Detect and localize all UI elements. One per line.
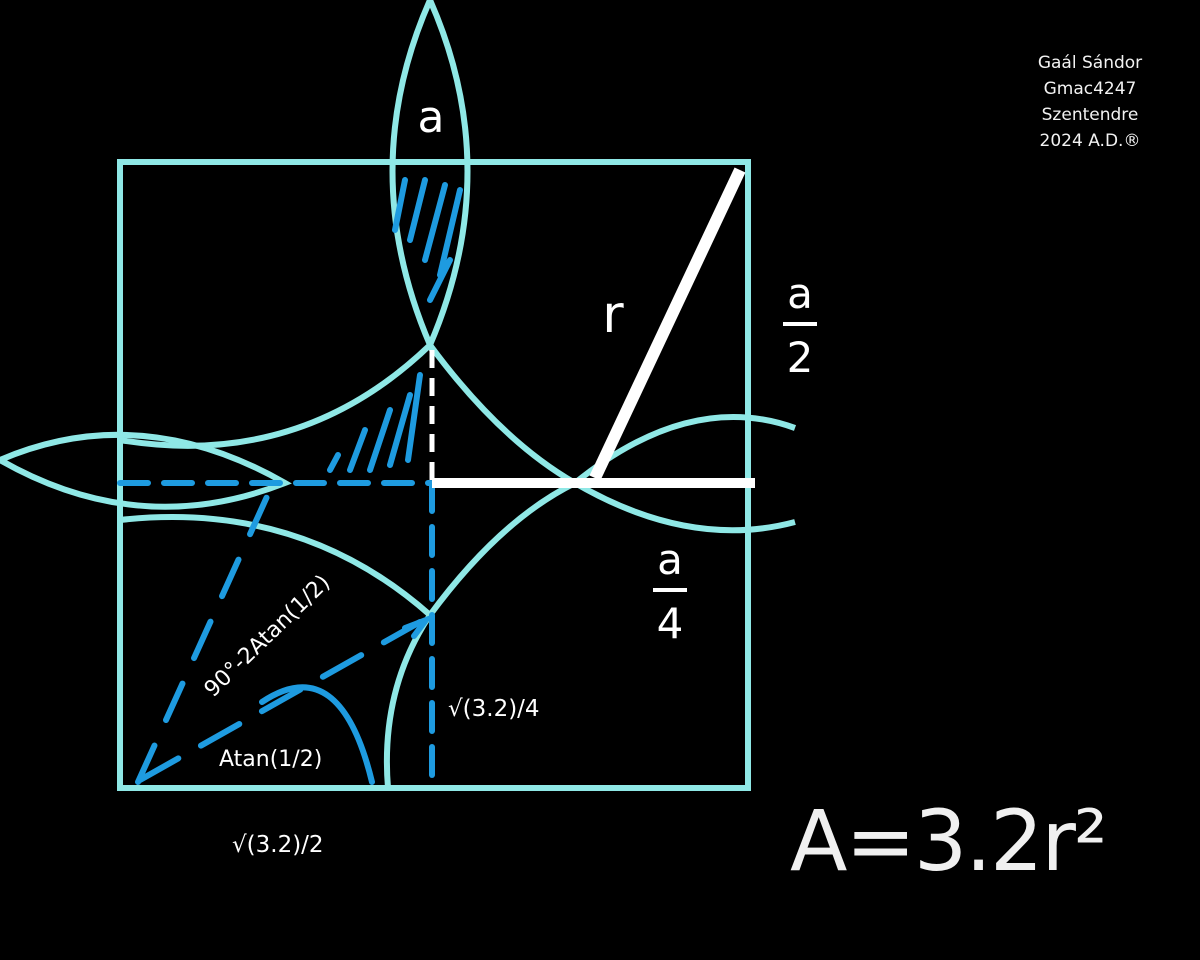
diagonal-to-point — [137, 619, 423, 783]
hatch-middle — [327, 372, 423, 473]
radius-r — [589, 167, 746, 481]
area-formula: A=3.2r² — [790, 792, 1108, 890]
author-signature: Gaál Sándor Gmac4247 Szentendre 2024 A.D… — [1010, 50, 1170, 154]
upper-arc — [119, 340, 577, 486]
label-a-half-num: a — [787, 269, 813, 318]
angle-arc-small — [259, 684, 375, 785]
lower-arc — [119, 480, 577, 620]
left-lens — [0, 431, 292, 510]
label-a-quarter-num: a — [657, 535, 683, 584]
label-sqrt-quarter: √(3.2)/4 — [448, 696, 540, 722]
label-angle-big: 90°-2Atan(1/2) — [200, 570, 335, 702]
signature-handle: Gmac4247 — [1043, 79, 1137, 99]
label-a-quarter-den: 4 — [657, 599, 684, 648]
right-lower-arc — [573, 480, 796, 534]
annotations — [117, 177, 463, 793]
signature-name: Gaál Sándor — [1037, 53, 1143, 73]
label-sqrt-half: √(3.2)/2 — [232, 832, 324, 858]
label-a-half-den: 2 — [787, 333, 814, 382]
top-lens — [389, 0, 471, 353]
highlight-segments — [429, 167, 755, 488]
label-a-top: a — [418, 92, 445, 143]
hatch-top — [392, 177, 463, 303]
signature-city: Szentendre — [1041, 105, 1139, 125]
label-r: r — [602, 285, 624, 345]
bottom-arc — [383, 613, 433, 789]
diagonal-dashed — [135, 487, 273, 785]
signature-year: 2024 A.D.® — [1039, 131, 1141, 151]
construction-lines — [0, 0, 797, 791]
square-outline — [117, 159, 751, 791]
arrow-head — [402, 613, 435, 639]
label-angle-small: Atan(1/2) — [219, 747, 322, 772]
